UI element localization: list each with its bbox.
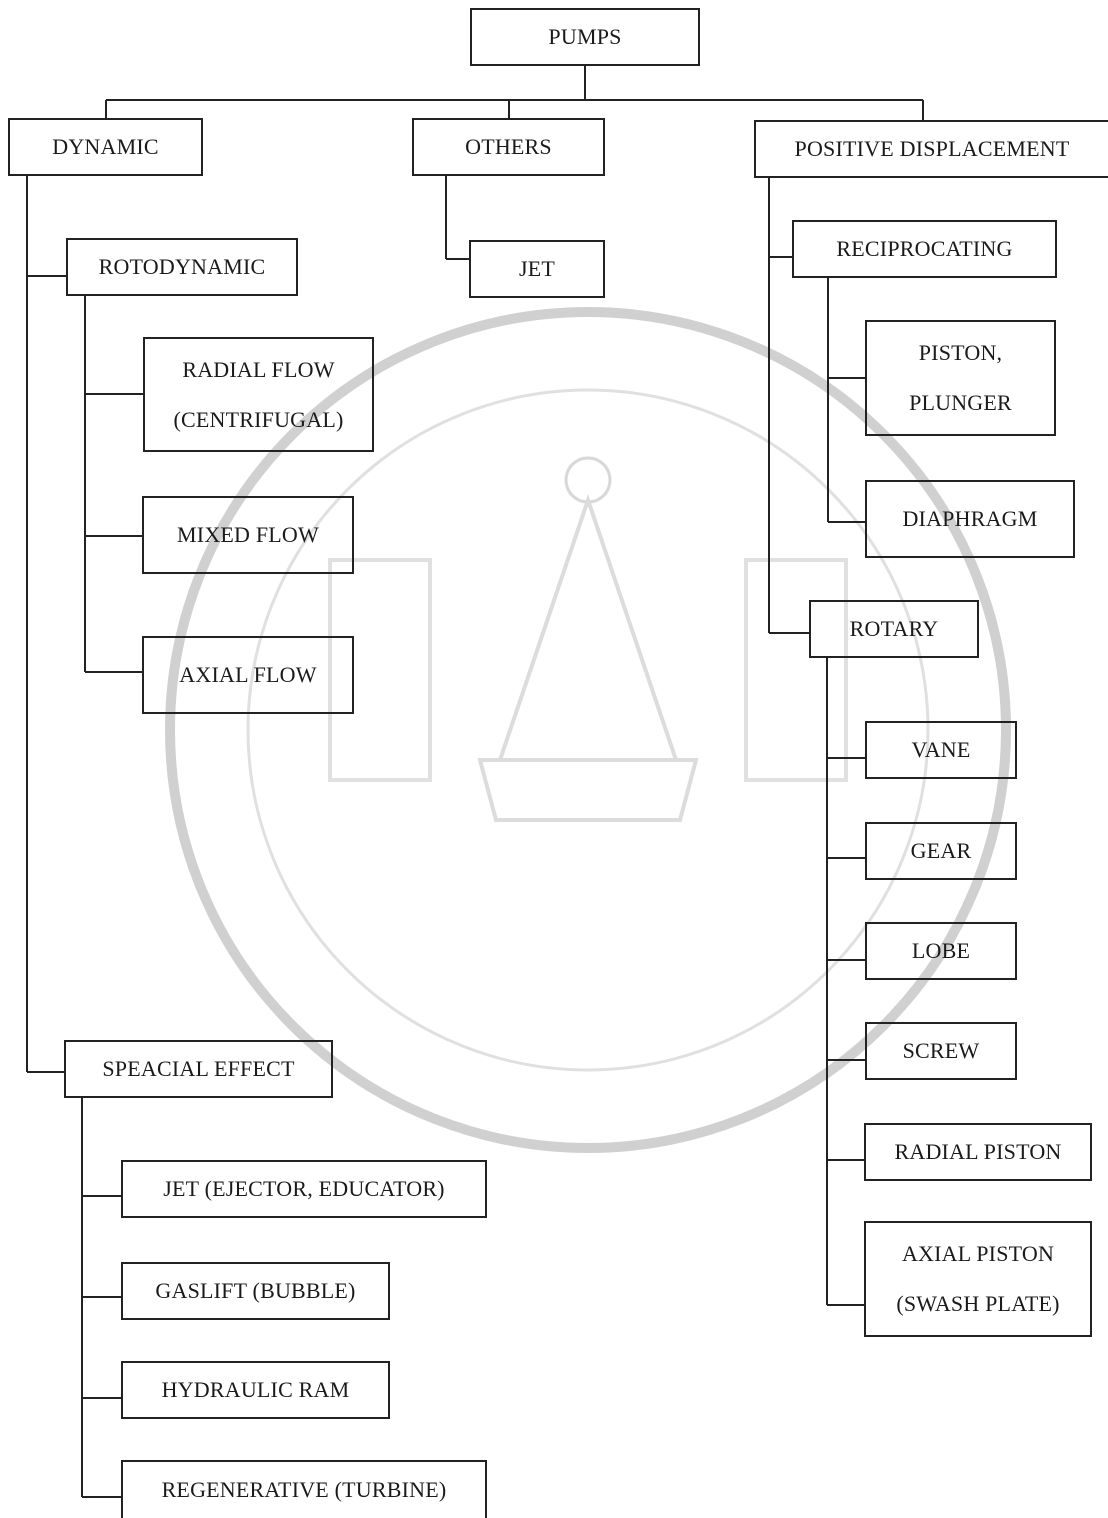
- node-pumps: PUMPS: [470, 8, 700, 66]
- node-vane-label: VANE: [911, 737, 971, 762]
- node-radial-flow-line1: RADIAL FLOW: [182, 356, 335, 382]
- node-mixed-flow: MIXED FLOW: [142, 496, 354, 574]
- node-vane: VANE: [865, 721, 1017, 779]
- node-reciprocating: RECIPROCATING: [792, 220, 1057, 278]
- node-lobe-label: LOBE: [911, 938, 971, 963]
- node-jet-ejector: JET (EJECTOR, EDUCATOR): [121, 1160, 487, 1218]
- node-axial-piston-line1: AXIAL PISTON: [901, 1241, 1055, 1266]
- node-others-label: OTHERS: [465, 134, 552, 159]
- node-lobe: LOBE: [865, 922, 1017, 980]
- node-positive-displacement: POSITIVE DISPLACEMENT: [754, 120, 1108, 178]
- node-gear-label: GEAR: [910, 838, 972, 863]
- node-rotary: ROTARY: [809, 600, 979, 658]
- node-mixed-flow-label: MIXED FLOW: [177, 522, 319, 547]
- node-piston-line2: PLUNGER: [909, 390, 1012, 415]
- node-rotary-label: ROTARY: [849, 616, 939, 641]
- node-regenerative: REGENERATIVE (TURBINE): [121, 1460, 487, 1518]
- node-others: OTHERS: [412, 118, 605, 176]
- node-jet-ejector-label: JET (EJECTOR, EDUCATOR): [163, 1176, 445, 1201]
- node-dynamic: DYNAMIC: [8, 118, 203, 176]
- node-gaslift: GASLIFT (BUBBLE): [121, 1262, 390, 1320]
- node-screw: SCREW: [865, 1022, 1017, 1080]
- node-radial-flow: RADIAL FLOW (CENTRIFUGAL): [143, 337, 374, 452]
- node-hydraulic-ram: HYDRAULIC RAM: [121, 1361, 390, 1419]
- node-reciprocating-label: RECIPROCATING: [836, 236, 1013, 261]
- node-gear: GEAR: [865, 822, 1017, 880]
- node-radial-piston: RADIAL PISTON: [864, 1123, 1092, 1181]
- node-piston-plunger: PISTON, PLUNGER: [865, 320, 1056, 436]
- node-dynamic-label: DYNAMIC: [52, 134, 159, 159]
- node-radial-flow-line2: (CENTRIFUGAL): [173, 406, 344, 432]
- node-jet-label: JET: [518, 256, 556, 281]
- node-diaphragm-label: DIAPHRAGM: [902, 506, 1038, 531]
- node-regenerative-label: REGENERATIVE (TURBINE): [161, 1477, 447, 1502]
- node-axial-flow: AXIAL FLOW: [142, 636, 354, 714]
- node-diaphragm: DIAPHRAGM: [865, 480, 1075, 558]
- node-axial-flow-label: AXIAL FLOW: [179, 662, 317, 687]
- node-special-effect-label: SPEACIAL EFFECT: [102, 1056, 295, 1081]
- node-piston-line1: PISTON,: [918, 340, 1003, 365]
- node-jet: JET: [469, 240, 605, 298]
- node-radial-piston-label: RADIAL PISTON: [894, 1139, 1062, 1164]
- node-gaslift-label: GASLIFT (BUBBLE): [155, 1278, 356, 1303]
- node-positive-displacement-label: POSITIVE DISPLACEMENT: [794, 136, 1070, 161]
- node-rotodynamic-label: ROTODYNAMIC: [98, 254, 266, 279]
- node-pumps-label: PUMPS: [548, 24, 622, 49]
- node-rotodynamic: ROTODYNAMIC: [66, 238, 298, 296]
- node-special-effect: SPEACIAL EFFECT: [64, 1040, 333, 1098]
- node-hydraulic-ram-label: HYDRAULIC RAM: [161, 1377, 350, 1402]
- node-axial-piston: AXIAL PISTON (SWASH PLATE): [864, 1221, 1092, 1337]
- node-screw-label: SCREW: [902, 1038, 980, 1063]
- node-axial-piston-line2: (SWASH PLATE): [896, 1291, 1060, 1316]
